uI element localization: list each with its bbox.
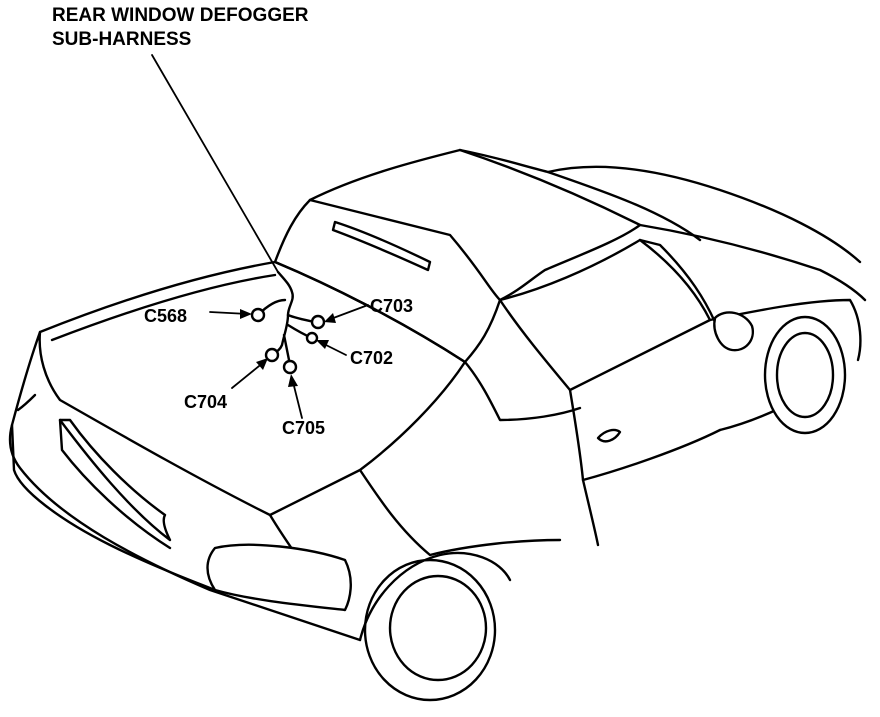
connector-label-c703: C703 xyxy=(370,296,414,316)
connector-label-c702: C702 xyxy=(350,348,394,368)
connector-label-c568: C568 xyxy=(144,306,188,326)
harness-title-line1: REAR WINDOW DEFOGGER xyxy=(52,5,309,26)
rear-wheel xyxy=(358,551,512,702)
callout-arrows xyxy=(209,304,369,419)
harness-title-line2: SUB-HARNESS xyxy=(52,29,192,50)
front-wheel xyxy=(763,315,847,435)
harness-leader-line xyxy=(151,54,279,273)
connector-label-c704: C704 xyxy=(184,392,228,412)
car-body xyxy=(8,148,867,642)
connector-label-c705: C705 xyxy=(282,418,326,438)
sub-harness xyxy=(250,270,326,375)
